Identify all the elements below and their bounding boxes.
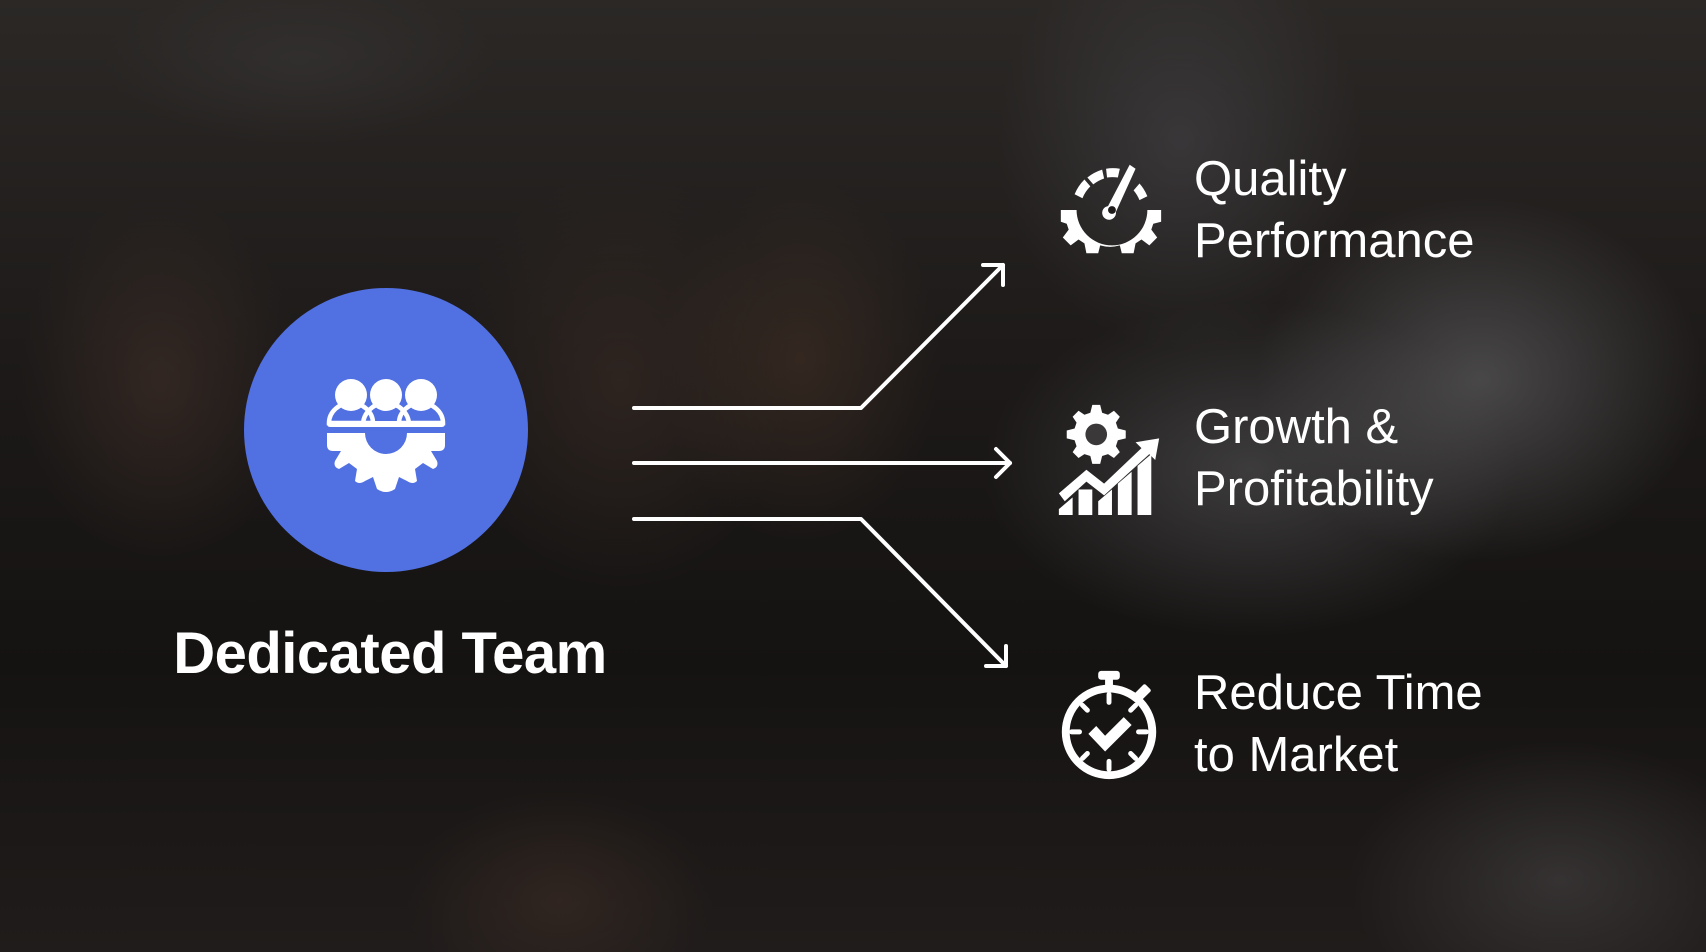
dedicated-team-label: Dedicated Team (173, 621, 607, 686)
growth-chart-gear-icon (1050, 398, 1170, 518)
arrowhead-down-icon (984, 644, 1008, 668)
arrow-to-market (632, 517, 1008, 668)
arrow-to-quality (632, 263, 1005, 410)
speedometer-gear-icon (1050, 150, 1170, 270)
growth-profitability-label: Growth &Profitability (1194, 400, 1434, 516)
stopwatch-check-icon (1050, 664, 1170, 784)
dedicated-team-circle (244, 288, 528, 572)
arrowhead-right-icon (994, 447, 1012, 479)
arrowhead-up-icon (981, 263, 1005, 287)
team-gear-icon (326, 379, 446, 492)
outcome-growth-profitability: Growth &Profitability (1050, 396, 1434, 520)
